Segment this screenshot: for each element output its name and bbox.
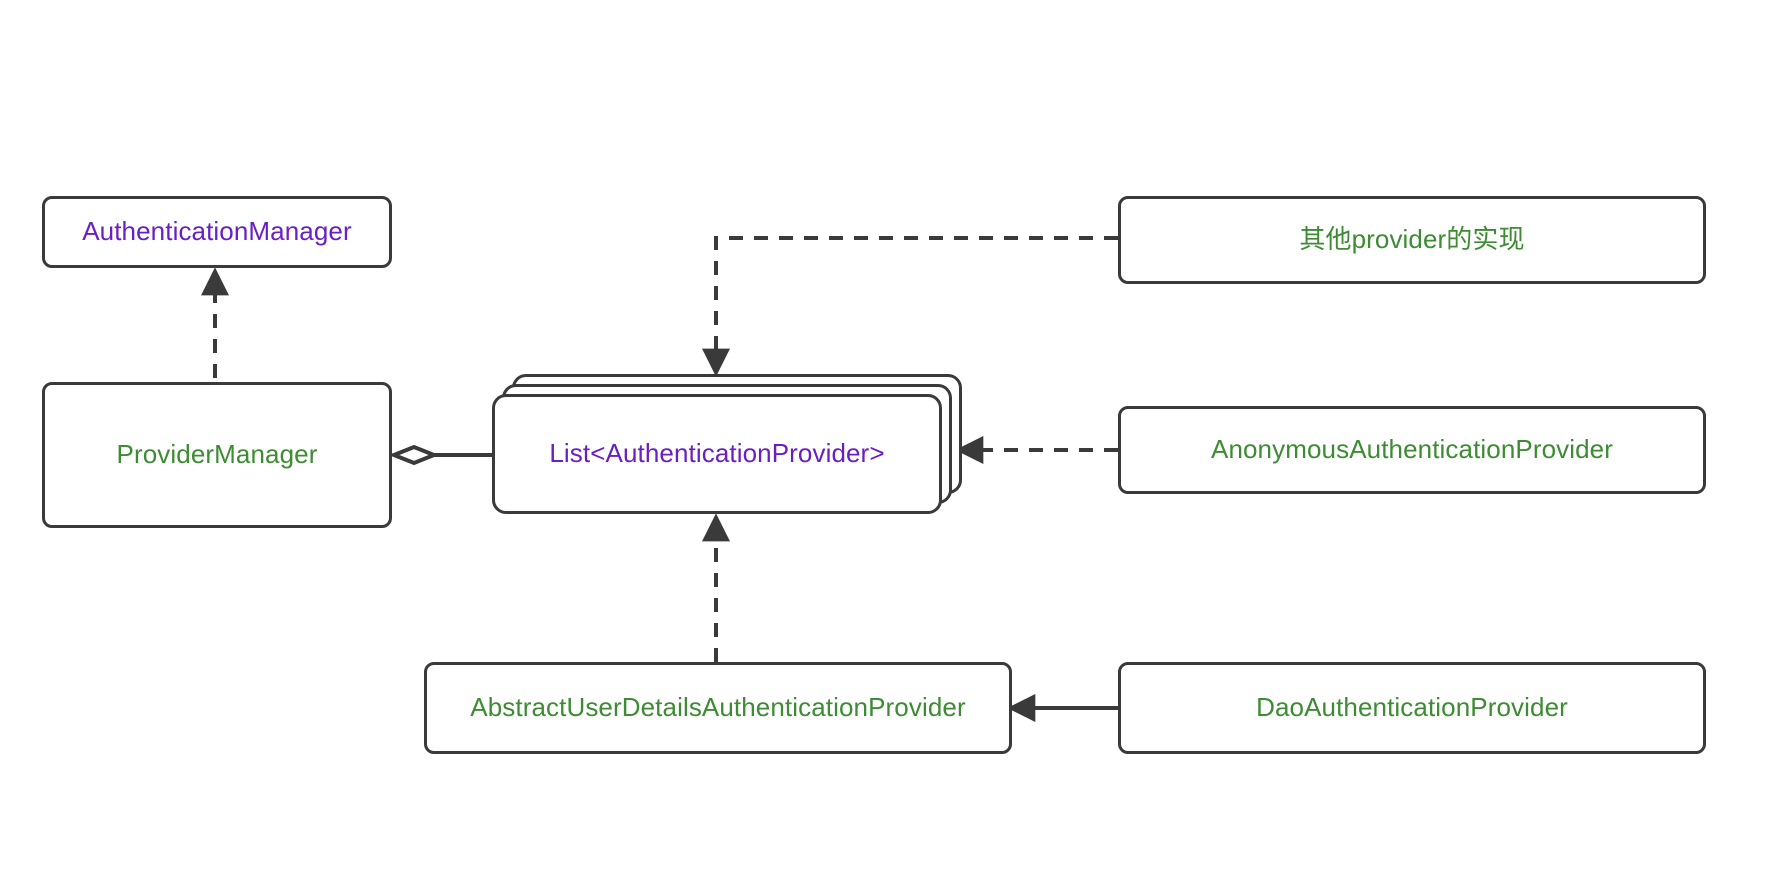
node-dao-authentication-provider-label: DaoAuthenticationProvider	[1256, 692, 1568, 723]
node-dao-authentication-provider[interactable]: DaoAuthenticationProvider	[1118, 662, 1706, 754]
node-provider-manager[interactable]: ProviderManager	[42, 382, 392, 528]
aggregation-diamond	[388, 444, 440, 466]
node-abstract-user-details-authentication-provider[interactable]: AbstractUserDetailsAuthenticationProvide…	[424, 662, 1012, 754]
node-authentication-provider-list-label: List<AuthenticationProvider>	[549, 438, 885, 469]
node-provider-manager-label: ProviderManager	[116, 439, 318, 470]
node-authentication-manager[interactable]: AuthenticationManager	[42, 196, 392, 268]
node-authentication-provider-list[interactable]: List<AuthenticationProvider>	[492, 374, 962, 518]
node-other-provider-impl-label: 其他provider的实现	[1299, 224, 1525, 255]
node-anonymous-authentication-provider-label: AnonymousAuthenticationProvider	[1211, 434, 1613, 465]
node-other-provider-impl[interactable]: 其他provider的实现	[1118, 196, 1706, 284]
edge-provider-manager-aggregates-provider-list	[388, 444, 492, 466]
node-anonymous-authentication-provider[interactable]: AnonymousAuthenticationProvider	[1118, 406, 1706, 494]
node-abstract-user-details-authentication-provider-label: AbstractUserDetailsAuthenticationProvide…	[470, 692, 966, 723]
edge-other-provider-impl-implements-provider-list	[702, 236, 1118, 377]
node-authentication-manager-label: AuthenticationManager	[82, 216, 352, 247]
stack-layer-front: List<AuthenticationProvider>	[492, 394, 942, 514]
